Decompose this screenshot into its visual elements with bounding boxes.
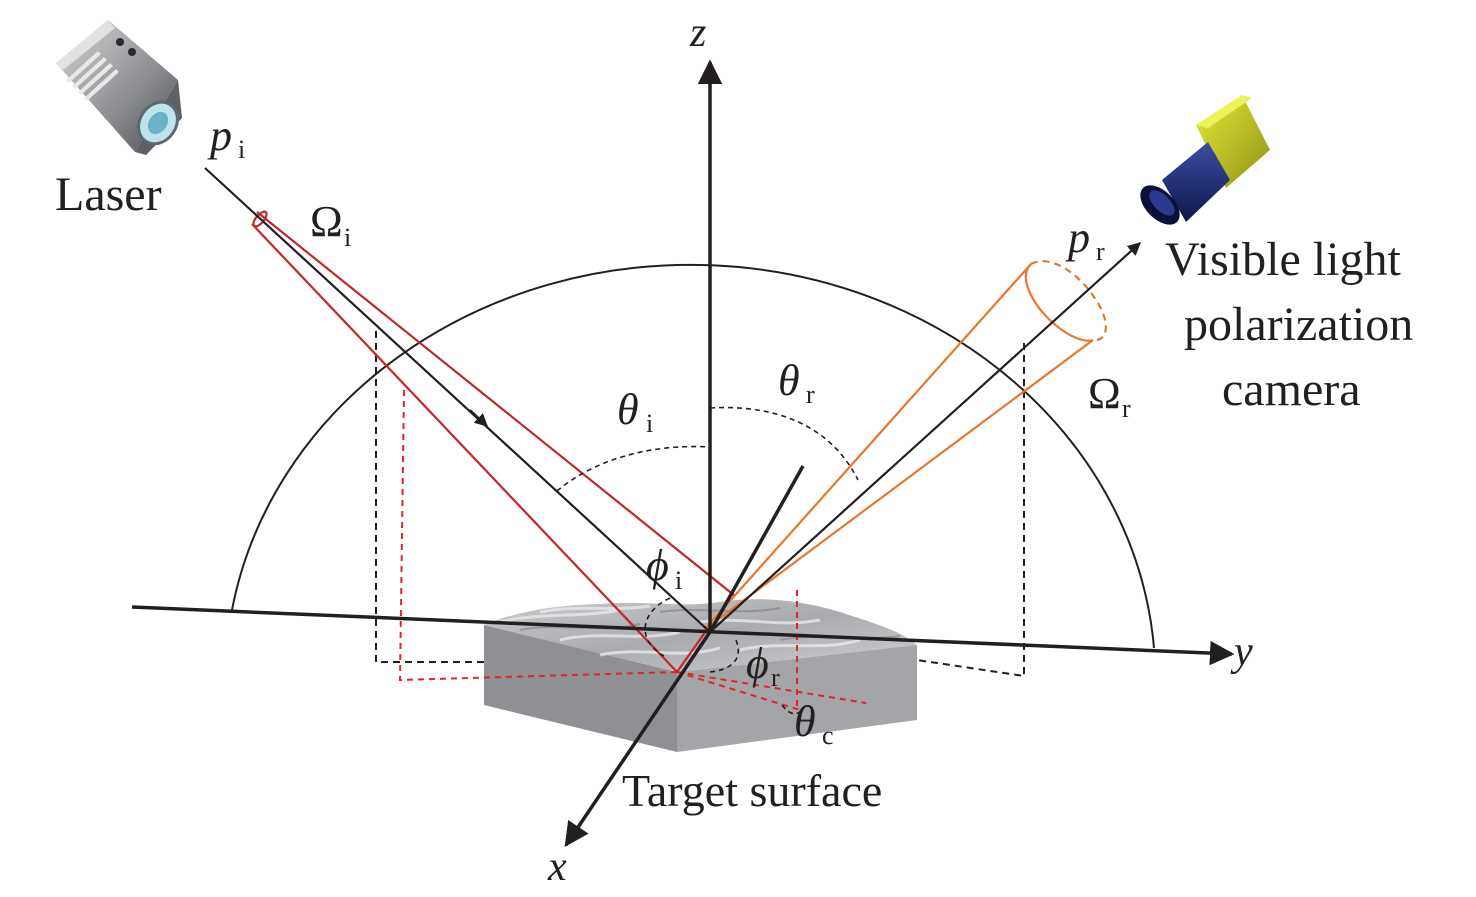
axes [131, 59, 1235, 848]
camera-label-line1: Visible light [1165, 233, 1401, 286]
theta-r-subscript: r [806, 380, 815, 409]
camera-label-line2: polarization [1184, 298, 1413, 351]
reflected-direction-line [709, 242, 1141, 633]
p-r-subscript: r [1096, 237, 1105, 266]
phi-r-subscript: r [771, 663, 780, 692]
theta-c-symbol: θ [794, 697, 816, 746]
polarization-camera-icon [1140, 95, 1270, 225]
theta-i-symbol: θ [617, 385, 639, 434]
camera-label-line3: camera [1222, 363, 1361, 416]
z-axis-label: z [689, 10, 706, 56]
p-i-subscript: i [238, 135, 245, 164]
omega-i-subscript: i [344, 223, 351, 252]
x-axis [564, 631, 712, 848]
theta-r-symbol: θ [778, 356, 800, 405]
angle-arcs [556, 406, 859, 715]
phi-i-symbol: ϕ [646, 541, 669, 590]
laser-label: Laser [55, 168, 162, 221]
y-axis [131, 605, 1235, 666]
omega-i-symbol: Ω [310, 197, 343, 246]
red-dashed-projections [398, 389, 867, 711]
incident-arrow-mark [469, 409, 488, 427]
omega-r-subscript: r [1122, 394, 1131, 423]
p-r-symbol: p [1065, 213, 1090, 262]
y-axis-label: y [1230, 629, 1253, 675]
p-i-symbol: p [207, 111, 232, 160]
target-surface-label: Target surface [622, 765, 882, 816]
theta-c-subscript: c [822, 721, 834, 750]
reflected-cone [703, 260, 1107, 631]
direction-lines [204, 167, 1141, 633]
phi-r-symbol: ϕ [746, 639, 769, 688]
hemisphere-arc [231, 263, 1155, 649]
x-axis-label: x [547, 844, 567, 890]
theta-i-subscript: i [646, 409, 653, 438]
target-surface-block [484, 599, 917, 752]
incident-direction-line [204, 167, 711, 633]
incident-cone [251, 210, 736, 673]
omega-r-symbol: Ω [1088, 369, 1121, 418]
laser-device-icon [56, 20, 182, 155]
phi-i-subscript: i [675, 566, 682, 595]
black-dashed-projections [375, 331, 1025, 678]
normal-line [708, 465, 805, 633]
